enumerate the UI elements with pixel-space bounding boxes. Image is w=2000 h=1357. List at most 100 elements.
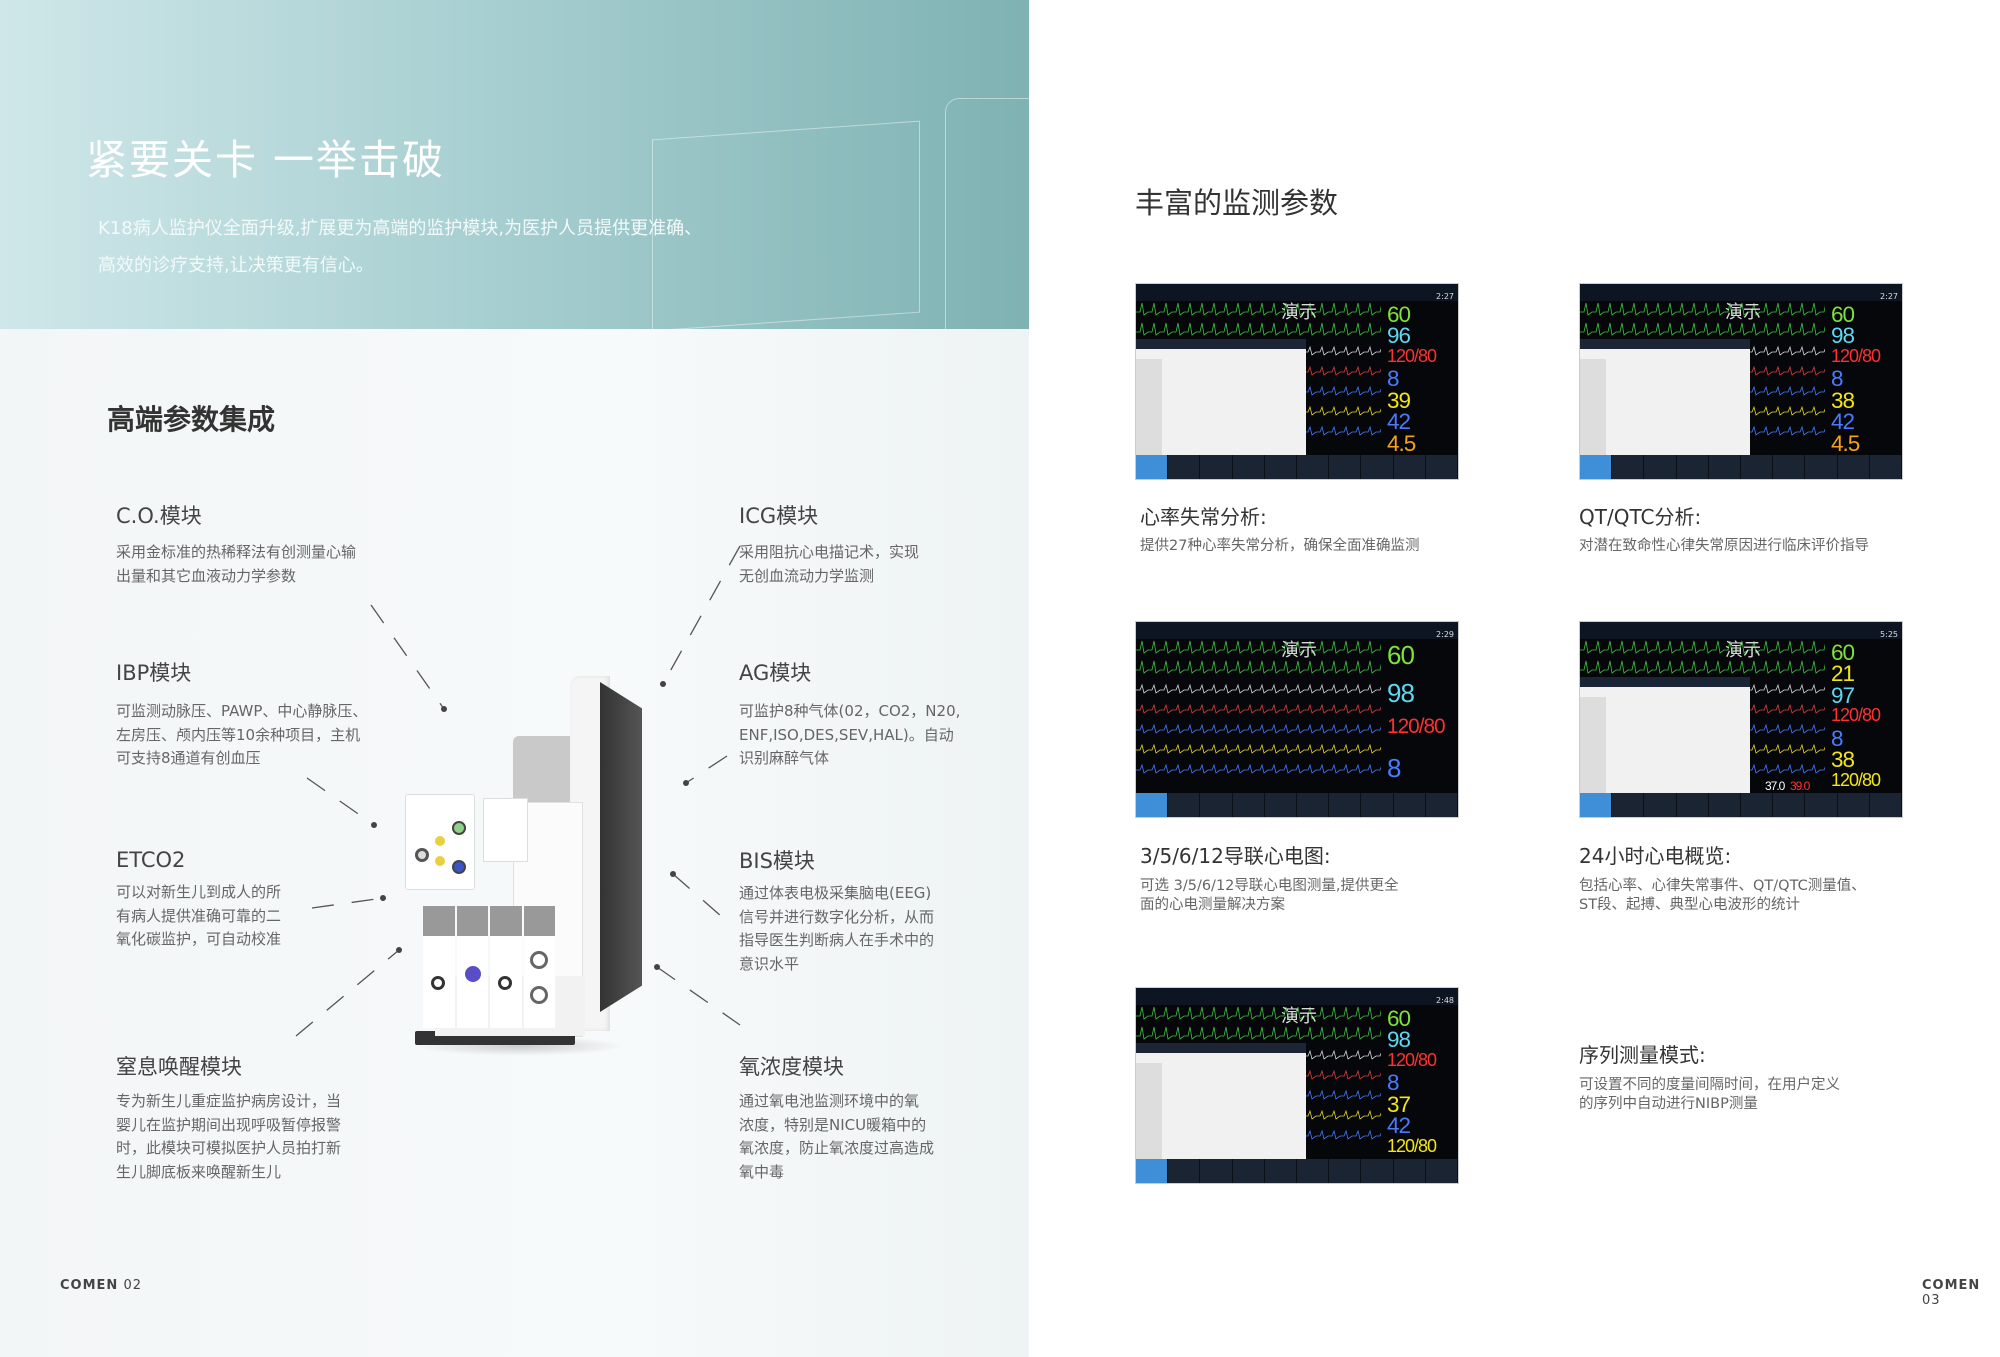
demo-watermark: 演示 (1725, 302, 1761, 323)
monitor-clock: 2:27 (1436, 292, 1454, 301)
module-desc: 采用阻抗心电描记术，实现 无创血流动力学监测 (739, 543, 920, 585)
vital-value: 38 (1831, 387, 1855, 413)
module-desc: 专为新生儿重症监护病房设计，当 婴儿在监护期间出现呼吸暂停报警 时，此模块可模拟… (116, 1092, 342, 1181)
hero-text-line: K18病人监护仪全面升级,扩展更为高端的监护模块,为医护人员提供更准确、 (98, 218, 703, 239)
vital-value: 42 (1831, 409, 1855, 435)
waveform (1136, 1026, 1381, 1040)
waveform (1136, 660, 1381, 674)
vital-value: 120/80 (1387, 1049, 1437, 1070)
waveform (1136, 763, 1381, 774)
vital-value: 120/80 (1387, 715, 1446, 738)
brand-logo: COMEN (60, 1278, 119, 1293)
temp-value: 39.0 (1790, 779, 1810, 793)
vital-value: 8 (1831, 366, 1843, 392)
waveform (1136, 683, 1381, 694)
monitor-header (1136, 988, 1458, 1005)
monitor-header (1580, 284, 1902, 301)
vital-value: 120/80 (1387, 345, 1437, 366)
vital-value: 42 (1387, 1113, 1411, 1139)
vital-value: 42 (1387, 409, 1411, 435)
vital-value: 8 (1387, 1070, 1399, 1096)
vital-value: 120/80 (1831, 769, 1881, 790)
demo-watermark: 演示 (1281, 640, 1317, 661)
waveform (1136, 703, 1381, 714)
waveform (1136, 743, 1381, 754)
vital-value: 38 (1831, 747, 1855, 773)
vital-value: 8 (1387, 752, 1402, 783)
hero-text-line: 高效的诊疗支持,让决策更有信心。 (98, 255, 374, 276)
monitor-toolbar (1580, 793, 1902, 817)
monitor-header (1136, 284, 1458, 301)
module-desc: 通过体表电极采集脑电(EEG) 信号并进行数字化分析，从而 指导医生判断病人在手… (739, 884, 935, 973)
brand-logo: COMEN (1922, 1278, 1981, 1293)
monitor-toolbar (1136, 793, 1458, 817)
section-title: 高端参数集成 (107, 403, 276, 436)
feature-title: 心率失常分析: (1140, 505, 1267, 529)
feature-desc: 提供27种心率失常分析，确保全面准确监测 (1140, 538, 1420, 554)
vital-value: 4.5 (1387, 430, 1416, 456)
feature-title: QT/QTC分析: (1579, 505, 1702, 529)
module-title: BIS模块 (739, 849, 815, 873)
module-title: 氧浓度模块 (739, 1055, 844, 1079)
monitor-header (1580, 622, 1902, 639)
vital-value: 96 (1387, 323, 1411, 349)
module-desc: 可以对新生儿到成人的所 有病人提供准确可靠的二 氧化碳监护，可自动校准 (116, 883, 282, 948)
page-number: 03 (1922, 1293, 1941, 1308)
waveform (1136, 640, 1381, 654)
monitor-clock: 2:48 (1436, 996, 1454, 1005)
hero-banner: 紧要关卡 一举击破 K18病人监护仪全面升级,扩展更为高端的监护模块,为医护人员… (0, 0, 1029, 329)
vital-value: 120/80 (1831, 345, 1881, 366)
vital-value: 120/80 (1831, 705, 1881, 726)
waveform (1580, 660, 1825, 674)
connector-lines (295, 545, 741, 1037)
module-title: C.O.模块 (116, 504, 202, 528)
vital-value: 98 (1387, 1027, 1411, 1053)
hero-title: 紧要关卡 一举击破 (86, 136, 446, 184)
waveform (1136, 322, 1381, 336)
feature-title: 3/5/6/12导联心电图: (1140, 844, 1331, 868)
page-footer-left: COMEN 02 (60, 1278, 142, 1293)
vital-value: 39 (1387, 387, 1411, 413)
vital-value: 60 (1387, 1006, 1411, 1031)
demo-watermark: 演示 (1725, 640, 1761, 661)
feature-title: 24小时心电概览: (1579, 844, 1732, 868)
monitor-toolbar (1136, 455, 1458, 479)
feature-desc: 可设置不同的度量间隔时间，在用户定义 的序列中自动进行NIBP测量 (1579, 1077, 1840, 1112)
vital-value: 8 (1387, 366, 1399, 392)
module-title: AG模块 (739, 661, 812, 685)
monitor-clock: 2:29 (1436, 630, 1454, 639)
monitor-toolbar (1136, 1159, 1458, 1183)
demo-watermark: 演示 (1281, 1006, 1317, 1027)
settings-dialog (1136, 339, 1306, 459)
waveform (1136, 1006, 1381, 1020)
module-desc: 采用金标准的热稀释法有创测量心输 出量和其它血液动力学参数 (116, 543, 357, 585)
page-footer-right: COMEN 03 (1922, 1278, 2000, 1308)
waveform (1580, 302, 1825, 316)
waveform (1136, 302, 1381, 316)
waveform-area (1136, 640, 1381, 774)
temp-value: 37.0 (1765, 779, 1785, 793)
settings-dialog (1136, 1043, 1306, 1163)
vital-value: 98 (1387, 677, 1415, 708)
module-desc: 通过氧电池监测环境中的氧 浓度，特别是NICU暖箱中的 氧浓度，防止氧浓度过高造… (739, 1092, 935, 1181)
feature-desc: 可选 3/5/6/12导联心电图测量,提供更全 面的心电测量解决方案 (1140, 878, 1399, 913)
module-title: 窒息唤醒模块 (116, 1055, 242, 1079)
right-page-title: 丰富的监测参数 (1135, 186, 1339, 220)
vital-value: 4.5 (1831, 430, 1860, 456)
settings-dialog (1580, 677, 1750, 797)
module-title: ETCO2 (116, 848, 186, 872)
monitor-clock: 2:27 (1880, 292, 1898, 301)
decorative-frame (945, 98, 1029, 329)
monitor-clock: 5:25 (1880, 630, 1898, 639)
monitor-toolbar (1580, 455, 1902, 479)
vital-value: 60 (1831, 302, 1855, 327)
feature-title: 序列测量模式: (1579, 1043, 1706, 1067)
